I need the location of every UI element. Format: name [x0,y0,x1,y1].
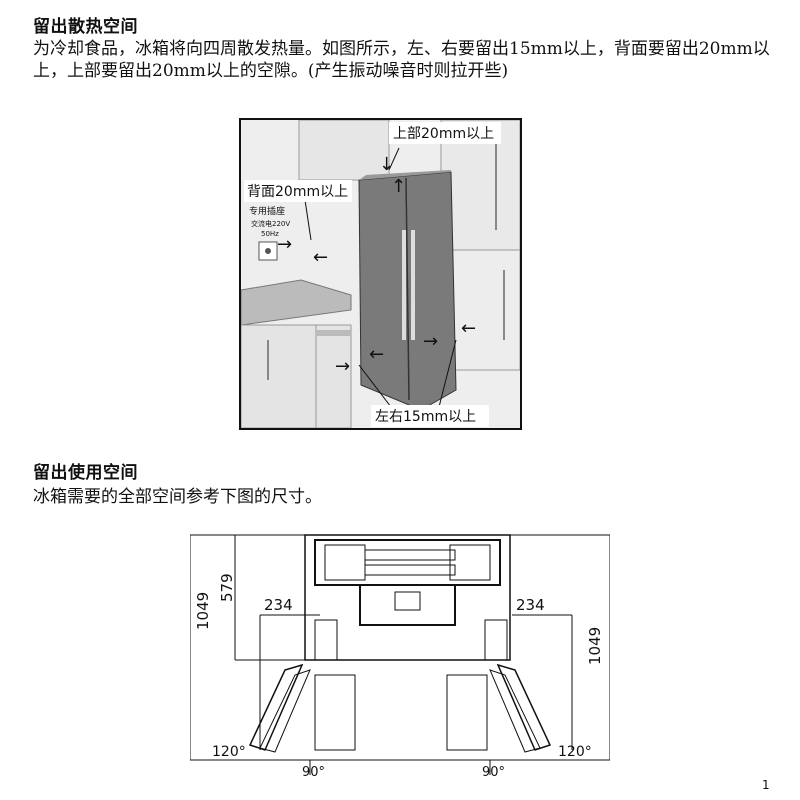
section-heading-space: 留出使用空间 [33,463,138,483]
arrow-down-icon: ↓ [379,154,394,175]
label-socket-spec-2: 50Hz [261,230,279,238]
arrow-right-icon: → [277,234,292,255]
angle-right: 120° [558,744,592,760]
upper-cabinet [298,119,390,181]
dimension-drawing-svg: 1049 579 234 234 1049 120° 120° 90° 90° [189,534,611,780]
dim-depth-right: 1049 [586,627,604,665]
clearance-illustration-svg: ↓ ↑ → ← → ← → ← 上部20mm以上 背面20mm以上 专用插座 交… [240,119,521,429]
arrow-left-icon-3: ← [461,318,476,339]
door-angle-right: 90° [482,765,505,780]
angle-left: 120° [212,744,246,760]
counter-top [240,279,352,326]
base-cabinet [240,324,352,429]
dim-side-left: 234 [264,596,293,614]
section-paragraph-heat: 为冷却食品，冰箱将向四周散发热量。如图所示，左、右要留出15mm以上，背面要留出… [33,39,770,81]
label-socket: 专用插座 [249,205,285,217]
arrow-right-icon-3: → [423,331,438,352]
door-angle-left: 90° [302,765,325,780]
arrow-left-icon: ← [313,247,328,268]
clearance-illustration: ↓ ↑ → ← → ← → ← 上部20mm以上 背面20mm以上 专用插座 交… [239,118,522,430]
arrow-right-icon-2: → [335,356,350,377]
page-marker: 1 [762,778,770,792]
label-socket-spec-1: 交流电220V [251,219,290,228]
dim-depth-left: 1049 [194,592,212,630]
label-back-clearance: 背面20mm以上 [247,184,348,200]
section-heading-heat: 留出散热空间 [33,17,138,37]
dim-side-right: 234 [516,596,545,614]
dim-body-depth: 579 [218,573,236,602]
arrow-up-icon: ↑ [391,176,406,197]
arrow-left-icon-2: ← [369,344,384,365]
section-paragraph-space: 冰箱需要的全部空间参考下图的尺寸。 [33,487,322,507]
label-top-clearance: 上部20mm以上 [393,126,494,142]
label-side-clearance: 左右15mm以上 [375,409,476,425]
dimension-drawing: 1049 579 234 234 1049 120° 120° 90° 90° [189,530,611,780]
